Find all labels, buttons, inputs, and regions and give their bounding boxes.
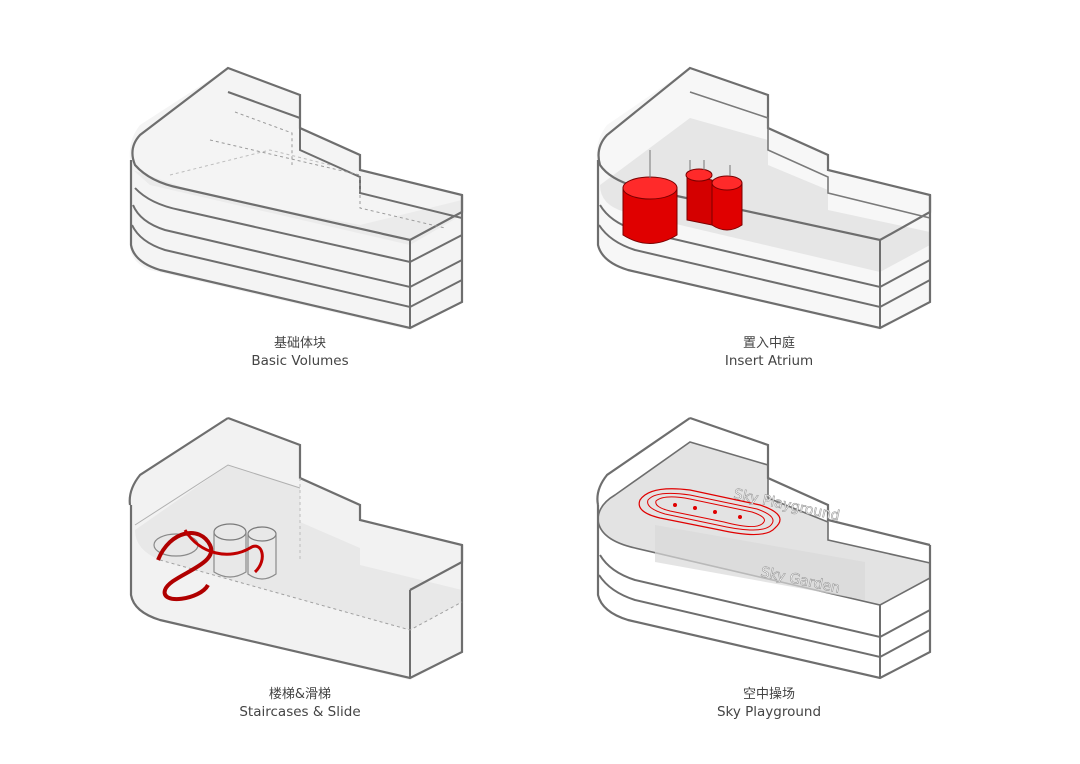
caption-zh: 楼梯&滑梯: [268, 687, 332, 702]
caption-zh: 基础体块: [273, 336, 326, 351]
caption-basic-volumes: 基础体块 Basic Volumes: [170, 335, 430, 370]
caption-en: Basic Volumes: [251, 353, 349, 369]
caption-en: Sky Playground: [716, 704, 822, 720]
caption-sky-playground: 空中操场 Sky Playground: [639, 686, 899, 721]
panel-basic-volumes: [129, 66, 464, 330]
caption-insert-atrium: 置入中庭 Insert Atrium: [639, 335, 899, 370]
atrium-cylinders: [622, 150, 743, 244]
caption-zh: 置入中庭: [742, 336, 795, 351]
panel-insert-atrium: [596, 66, 932, 330]
running-track: [638, 488, 781, 536]
panel-staircases-slide: [128, 416, 464, 680]
caption-staircases-slide: 楼梯&滑梯 Staircases & Slide: [170, 686, 430, 721]
panel-sky-playground: Sky Playground Sky Garden: [596, 416, 932, 680]
caption-en: Staircases & Slide: [239, 704, 361, 720]
caption-en: Insert Atrium: [724, 353, 814, 369]
caption-zh: 空中操场: [742, 687, 795, 702]
